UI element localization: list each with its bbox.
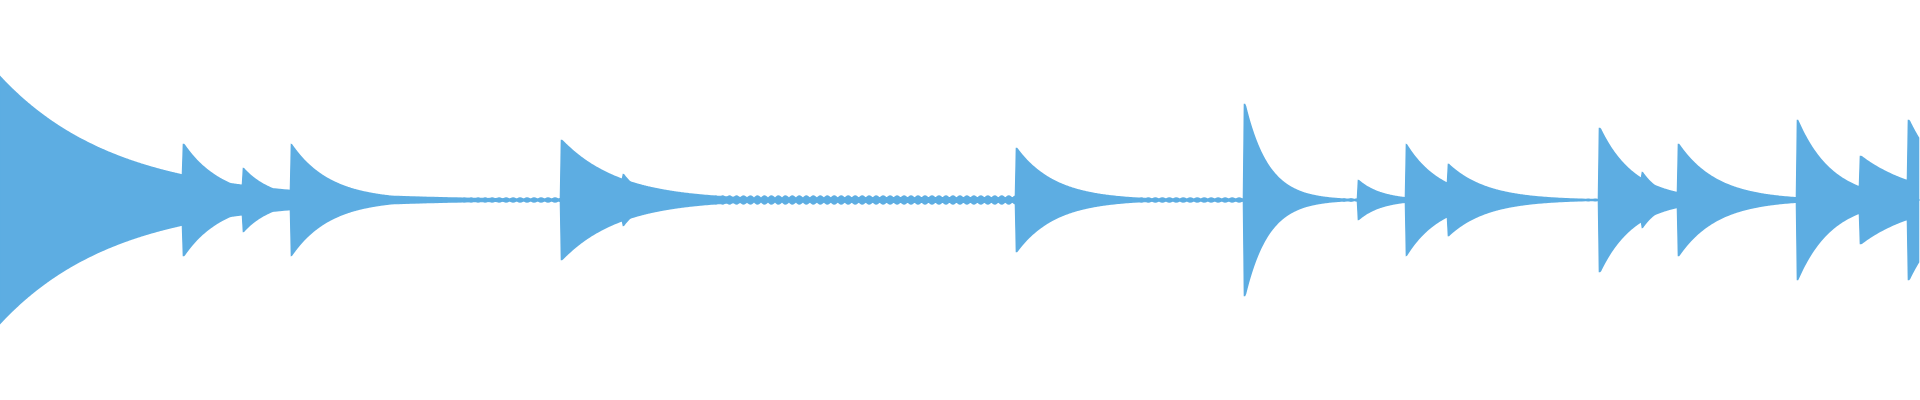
waveform-envelope: [0, 75, 1920, 325]
